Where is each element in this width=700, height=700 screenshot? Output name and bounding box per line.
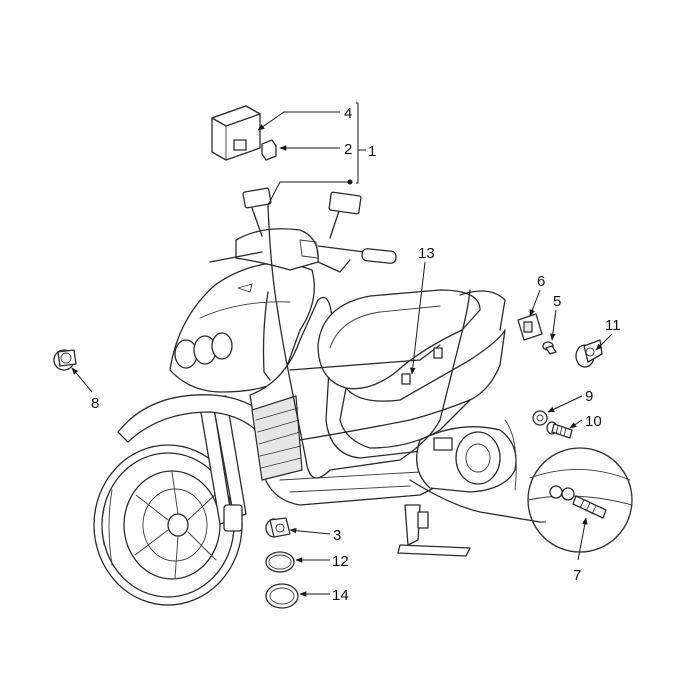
washer-part-9 [532,410,548,426]
callout-14: 14 [332,587,349,604]
side-panel-grille [251,395,303,481]
scooter-illustration [93,187,541,606]
callout-11: 11 [605,317,621,334]
control-unit-part-4 [211,105,261,161]
main-wiring-harness [267,204,471,479]
leader-lines [71,102,613,597]
rear-body [339,329,506,449]
clip-bracket-part-6 [517,313,543,341]
callout-10: 10 [585,413,602,430]
callout-13: 13 [418,245,435,262]
strap-ring-part-12 [265,551,295,573]
cable-clamp-part-8 [53,349,77,371]
handlebar-assembly [209,187,397,273]
strap-ring-part-14 [265,583,299,609]
front-wheel [93,444,243,606]
side-stand [404,504,421,546]
callout-5: 5 [553,293,561,310]
callout-1: 1 [368,143,376,160]
hose-clip-part-11 [575,339,603,368]
fuse-part-2 [261,139,277,161]
detail-inset-circle [527,447,633,553]
callout-2: 2 [344,141,352,158]
callout-7: 7 [573,567,581,584]
callout-9: 9 [585,388,593,405]
rear-grab-rail [459,290,506,331]
callout-4: 4 [344,105,352,122]
callout-6: 6 [537,273,545,290]
bolt-part-10 [546,421,573,439]
callout-3: 3 [333,527,341,544]
clamp-part-3 [265,517,291,538]
callout-8: 8 [91,395,99,412]
callout-labels: 1 2 3 4 5 6 7 8 9 10 11 12 13 14 [91,105,621,604]
screw-part-5 [542,341,557,355]
callout-12: 12 [332,553,349,570]
